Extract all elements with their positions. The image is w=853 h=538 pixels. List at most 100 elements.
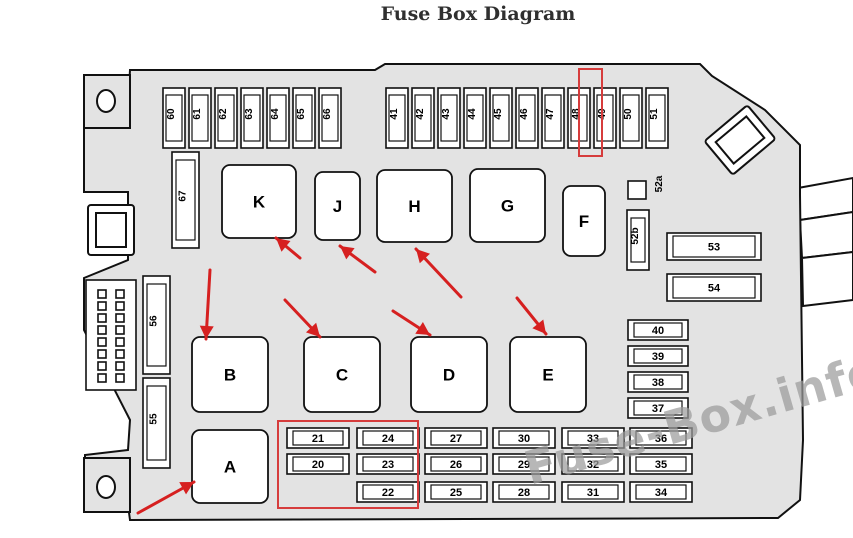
fuse-66-label: 66: [322, 108, 333, 120]
fuse-46-label: 46: [519, 108, 530, 120]
relay-h-label: H: [408, 197, 420, 216]
relay-g-label: G: [501, 197, 514, 216]
arrow-to-relay-a: [136, 480, 196, 515]
fuse-52b: 52b: [626, 209, 650, 271]
fuse-43-label: 43: [441, 108, 452, 120]
fuse-52a-label: 52a: [654, 175, 665, 192]
fuse-35: 35: [629, 453, 693, 475]
fuse-50-label: 50: [623, 108, 634, 120]
arrow-to-relay-h: [414, 247, 463, 299]
fuse-20: 20: [286, 453, 350, 475]
arrow-to-relay-k: [274, 236, 302, 260]
fuse-45: 45: [489, 87, 513, 149]
arrow-to-relay-e: [515, 296, 548, 336]
relay-d-label: D: [443, 366, 455, 385]
fuse-30-label: 30: [518, 433, 530, 445]
relay-g: G: [469, 168, 546, 243]
fuse-21: 21: [286, 427, 350, 449]
side-connector-pins: [85, 279, 137, 391]
fuse-55-label: 55: [149, 413, 160, 425]
fuse-55: 55: [142, 377, 171, 469]
fuse-23-label: 23: [382, 459, 394, 471]
fuse-44-label: 44: [467, 108, 478, 120]
fuse-31-label: 31: [587, 487, 599, 499]
fuse-62: 62: [214, 87, 238, 149]
relay-j-label: J: [333, 197, 342, 216]
fuse-34: 34: [629, 481, 693, 503]
fuse-27: 27: [424, 427, 488, 449]
relay-a: A: [191, 429, 269, 504]
fuse-66: 66: [318, 87, 342, 149]
relay-h: H: [376, 169, 453, 243]
fuse-41-label: 41: [389, 108, 400, 120]
side-connector-top: [87, 204, 135, 256]
fuse-56-label: 56: [149, 315, 160, 327]
fuse-48-label: 48: [571, 108, 582, 120]
fuse-23: 23: [356, 453, 420, 475]
highlight-fuse-48: [578, 68, 603, 157]
fuse-65-label: 65: [296, 108, 307, 120]
fuse-60: 60: [162, 87, 186, 149]
fuse-24-label: 24: [382, 433, 395, 445]
arrow-to-relay-j: [338, 244, 377, 274]
fuse-63-label: 63: [244, 108, 255, 120]
fuse-42: 42: [411, 87, 435, 149]
fuse-25: 25: [424, 481, 488, 503]
fuse-51: 51: [645, 87, 669, 149]
fuse-26-label: 26: [450, 459, 462, 471]
fuse-40: 40: [627, 319, 689, 341]
relay-k: K: [221, 164, 297, 239]
fuse-26: 26: [424, 453, 488, 475]
relay-a-label: A: [224, 458, 236, 477]
mounting-tab-top: [83, 74, 131, 129]
relay-b: B: [191, 336, 269, 413]
fuse-47-label: 47: [545, 108, 556, 120]
fuse-45-label: 45: [493, 108, 504, 120]
fuse-24: 24: [356, 427, 420, 449]
fuse-36: 36: [629, 427, 693, 449]
relay-e-label: E: [542, 366, 553, 385]
arrow-to-relay-d: [391, 309, 432, 337]
relay-k-label: K: [253, 193, 266, 212]
relay-f: F: [562, 185, 606, 257]
fuse-61-label: 61: [192, 108, 203, 120]
fuse-32: 32: [561, 453, 625, 475]
fuse-53: 53: [666, 232, 762, 261]
fuse-65: 65: [292, 87, 316, 149]
fuse-34-label: 34: [655, 487, 668, 499]
fuse-39-label: 39: [652, 351, 664, 363]
fuse-36-label: 36: [655, 433, 667, 445]
fuse-22: 22: [356, 481, 420, 503]
fuse-30: 30: [492, 427, 556, 449]
fuse-61: 61: [188, 87, 212, 149]
arrow-to-relay-c: [283, 298, 322, 339]
fuse-29: 29: [492, 453, 556, 475]
fuse-54: 54: [666, 273, 762, 302]
fuse-42-label: 42: [415, 108, 426, 120]
fuse-32-label: 32: [587, 459, 599, 471]
fuse-50: 50: [619, 87, 643, 149]
fuse-29-label: 29: [518, 459, 530, 471]
fuse-39: 39: [627, 345, 689, 367]
relay-c: C: [303, 336, 381, 413]
arrow-to-relay-b: [199, 268, 214, 341]
fuse-64-label: 64: [270, 108, 281, 120]
fuse-51-label: 51: [649, 108, 660, 120]
fuse-22-label: 22: [382, 487, 394, 499]
relay-d: D: [410, 336, 488, 413]
relay-j: J: [314, 171, 361, 241]
fuse-56: 56: [142, 275, 171, 375]
fuse-28-label: 28: [518, 487, 530, 499]
fuse-40-label: 40: [652, 325, 664, 337]
fuse-54-label: 54: [708, 283, 721, 295]
relay-e: E: [509, 336, 587, 413]
page-title: Fuse Box Diagram: [380, 3, 576, 25]
fuse-33: 33: [561, 427, 625, 449]
mounting-tab-bottom: [83, 457, 131, 513]
fuse-49: 49: [593, 87, 617, 149]
fuse-25-label: 25: [450, 487, 462, 499]
fuse-28: 28: [492, 481, 556, 503]
fuse-52a-socket: [627, 180, 647, 200]
fuse-47: 47: [541, 87, 565, 149]
